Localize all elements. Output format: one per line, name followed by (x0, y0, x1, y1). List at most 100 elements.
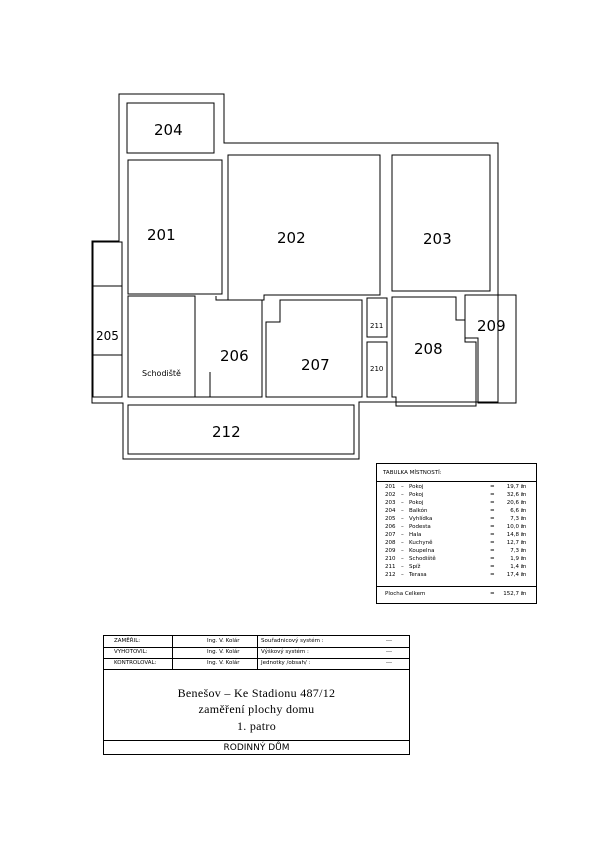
room-201-outline (127, 159, 223, 295)
room-211-label: 211 (370, 322, 383, 330)
field-label: Výškový systém : (261, 649, 309, 655)
address-title: Benešov – Ke Stadionu 487/12 (177, 686, 336, 700)
room-208-label: 208 (414, 340, 443, 358)
room-209-label: 209 (477, 317, 506, 335)
staircase-outline (127, 295, 196, 398)
room-area: 12,7 (506, 540, 519, 546)
title-block: ZAMĚŘIL: Ing. V. Kolár Souřadnicový syst… (103, 635, 410, 755)
room-name: Kuchyně (409, 540, 433, 546)
room-name: Balkón (409, 508, 428, 514)
room-number: 212 (385, 572, 396, 578)
room-204-outline (126, 102, 215, 154)
house-type: RODINNÝ DŮM (104, 740, 409, 756)
field-label: Jednotky /obsah/ : (261, 660, 311, 666)
room-212-outline (127, 404, 355, 455)
room-name: Koupelna (409, 548, 435, 554)
staircase-label: Schodiště (142, 368, 181, 378)
room-name: Terasa (409, 572, 427, 578)
room-208-outline (391, 296, 477, 407)
room-number: 205 (385, 516, 396, 522)
area-table-title: TABULKA MÍSTNOSTÍ: (383, 470, 442, 476)
room-name: Hala (409, 532, 422, 538)
person-name: Ing. V. Kolár (207, 638, 240, 644)
total-area: 152,7 (503, 591, 519, 597)
room-203-outline (391, 154, 491, 292)
room-212-label: 212 (212, 423, 241, 441)
room-203-label: 203 (423, 230, 452, 248)
room-area: 1,9 (510, 556, 519, 562)
room-210-outline (366, 341, 388, 398)
room-207-outline (265, 299, 363, 398)
title-block-row: KONTROLOVAL: Ing. V. Kolár Jednotky /obs… (104, 658, 409, 670)
room-210-label: 210 (370, 365, 383, 373)
room-area: 7,3 (510, 548, 519, 554)
room-211-outline (366, 297, 388, 338)
field-value: --- (386, 649, 392, 655)
room-number: 210 (385, 556, 396, 562)
room-name: Schodiště (409, 556, 436, 562)
room-202-label: 202 (277, 229, 306, 247)
room-209-outline (464, 294, 517, 404)
title-block-row: ZAMĚŘIL: Ing. V. Kolár Souřadnicový syst… (104, 636, 409, 648)
room-number: 207 (385, 532, 396, 538)
room-206-label: 206 (220, 347, 249, 365)
person-name: Ing. V. Kolár (207, 660, 240, 666)
room-area: 1,4 (510, 564, 519, 570)
room-number: 202 (385, 492, 396, 498)
room-area: 10,0 (506, 524, 519, 530)
room-number: 204 (385, 508, 396, 514)
room-area: 6,6 (510, 508, 519, 514)
role-label: KONTROLOVAL: (114, 660, 157, 666)
room-name: Vyhlídka (409, 516, 433, 522)
room-205-label: 205 (96, 329, 119, 343)
room-number: 201 (385, 484, 396, 490)
room-area: 7,3 (510, 516, 519, 522)
room-205-outline (92, 241, 123, 398)
room-area: 32,6 (506, 492, 519, 498)
room-area: 14,8 (506, 532, 519, 538)
floor-label: 1. patro (236, 719, 277, 733)
person-name: Ing. V. Kolár (207, 649, 240, 655)
room-206-outline (194, 296, 263, 398)
room-name: Podesta (409, 524, 431, 530)
room-name: Spíž (409, 564, 421, 570)
room-area: 19,7 (506, 484, 519, 490)
room-area: 20,6 (506, 500, 519, 506)
room-name: Pokoj (409, 500, 424, 506)
field-value: --- (386, 660, 392, 666)
survey-subtitle: zaměření plochy domu (198, 702, 315, 716)
role-label: VYHOTOVIL: (114, 649, 148, 655)
room-number: 208 (385, 540, 396, 546)
area-table-divider (377, 586, 536, 587)
field-label: Souřadnicový systém : (261, 638, 324, 644)
room-number: 211 (385, 564, 396, 570)
title-block-divider (172, 636, 173, 669)
title-block-divider (257, 636, 258, 669)
room-number: 206 (385, 524, 396, 530)
room-number: 209 (385, 548, 396, 554)
